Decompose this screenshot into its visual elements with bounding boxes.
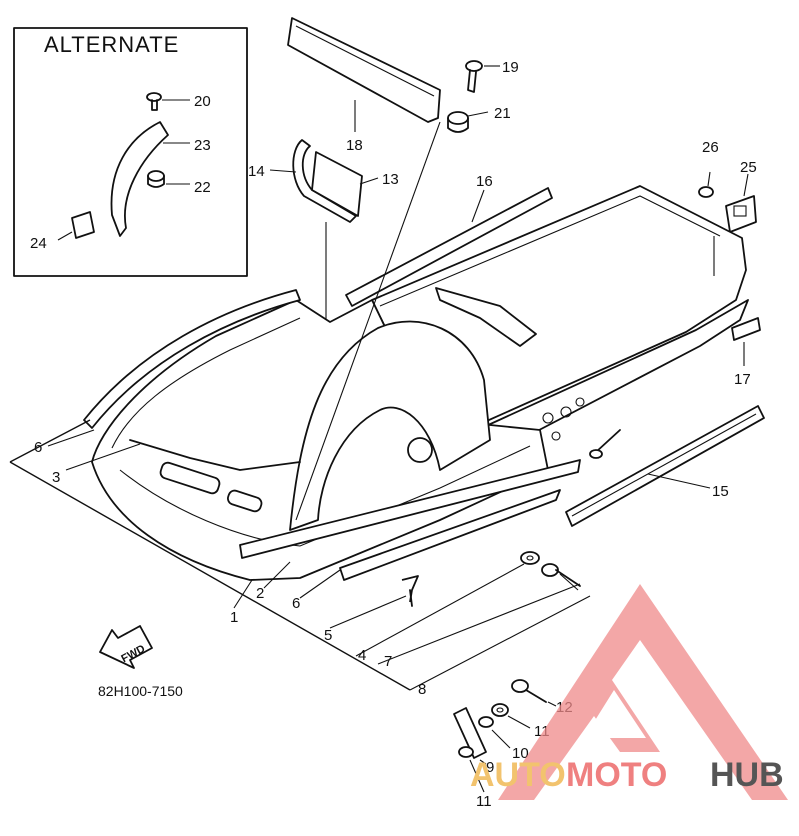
callout-19: 19 [502, 59, 519, 76]
bracket-9 [453, 707, 487, 765]
callout-7: 7 [384, 653, 392, 670]
callout-3: 3 [52, 469, 60, 486]
bolt-19 [465, 60, 500, 93]
watermark-moto: MOTO [566, 756, 667, 794]
alternate-title: ALTERNATE [44, 32, 179, 57]
callout-5: 5 [324, 627, 332, 644]
handle-14 [269, 139, 357, 223]
alternate-inset: ALTERNATE [13, 27, 248, 277]
callout-13: 13 [382, 171, 399, 188]
washer-11 [491, 703, 531, 729]
callout-18: 18 [346, 137, 363, 154]
callout-16: 16 [476, 173, 493, 190]
callout-24: 24 [30, 235, 47, 252]
washer-4 [520, 551, 540, 565]
chassis-body-1 [83, 185, 749, 581]
callout-23: 23 [194, 137, 211, 154]
callout-11-bottom: 11 [476, 793, 492, 810]
washer-11b [458, 746, 485, 793]
callout-17: 17 [734, 371, 751, 388]
callout-2: 2 [256, 585, 264, 602]
callout-9: 9 [486, 759, 494, 776]
callout-10: 10 [512, 745, 529, 762]
callout-21: 21 [494, 105, 511, 122]
bolt-12 [511, 679, 557, 707]
inset-grommet-22 [147, 170, 165, 188]
inset-bolt-20 [146, 92, 162, 111]
callout-6-bottom: 6 [292, 595, 300, 612]
callout-14: 14 [248, 163, 265, 180]
watermark-auto: AUTO [470, 756, 566, 794]
side-strip-15 [565, 405, 765, 527]
watermark: AUTO MOTO HUB [470, 584, 788, 800]
reflector-17 [731, 317, 761, 366]
rivet-5 [401, 575, 419, 607]
watermark-logo-icon [498, 584, 788, 800]
callout-4: 4 [358, 647, 366, 664]
seat-bracket-18 [287, 17, 441, 132]
plate-13 [311, 151, 379, 217]
bolt-8 [541, 563, 581, 591]
callout-15: 15 [712, 483, 729, 500]
callout-22: 22 [194, 179, 211, 196]
tail-lens-25 [725, 173, 757, 233]
grommet-26 [698, 171, 714, 198]
callout-6-left: 6 [34, 439, 42, 456]
bolt-upper-right [589, 429, 621, 459]
callout-1: 1 [230, 609, 238, 626]
collar-10 [478, 716, 511, 749]
strip-16 [345, 187, 553, 307]
inset-plate-24 [71, 211, 95, 239]
fwd-arrow-icon: FWD [99, 625, 153, 669]
inset-bracket-23 [110, 121, 169, 237]
leader-lines-bottom [9, 419, 591, 691]
drawing-code: 82H100-7150 [98, 683, 183, 699]
callout-8: 8 [418, 681, 426, 698]
callout-20: 20 [194, 93, 211, 110]
callout-26: 26 [702, 139, 719, 156]
nut-21 [447, 111, 489, 133]
watermark-hub: HUB [710, 756, 784, 794]
callout-25: 25 [740, 159, 757, 176]
